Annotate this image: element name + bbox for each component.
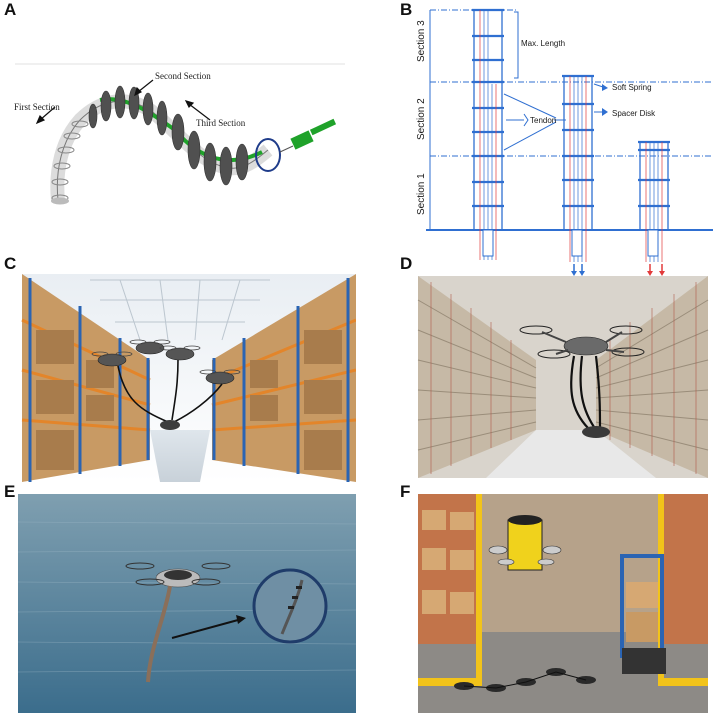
panel-f: F (356, 482, 713, 713)
label-first-section: First Section (14, 102, 60, 112)
panel-d: D (356, 250, 713, 482)
panel-d-letter: D (400, 254, 413, 273)
label-spacer-disk: Spacer Disk (612, 109, 656, 118)
tendon-section-diagram: Section 3 Section 2 Section 1 Max. Lengt… (416, 8, 713, 276)
continuum-robot-illustration: First Section Second Section Third Secti… (14, 63, 345, 205)
warehouse-single-drone-scene (417, 276, 709, 478)
cylinder-drone (488, 515, 562, 571)
column-short (638, 140, 670, 262)
label-max-length: Max. Length (521, 39, 565, 48)
panel-b: B (356, 0, 713, 280)
panel-e-letter: E (4, 482, 16, 501)
label-third-section: Third Section (196, 118, 246, 128)
water-drone-scene (17, 494, 356, 713)
drone-swarm (97, 341, 235, 385)
panel-a: A (0, 0, 356, 245)
label-tendon: Tendon (530, 116, 556, 125)
warehouse-aisle-drone-scene (21, 274, 356, 482)
column-compressed (562, 74, 594, 262)
column-full (472, 8, 504, 260)
label-section-3: Section 3 (416, 20, 427, 62)
label-second-section: Second Section (155, 71, 211, 81)
label-soft-spring: Soft Spring (612, 83, 652, 92)
panel-a-letter: A (4, 0, 17, 19)
panel-c-letter: C (4, 254, 17, 273)
label-section-1: Section 1 (416, 173, 427, 215)
panel-b-letter: B (400, 0, 413, 19)
panel-c: C (0, 250, 356, 482)
large-drone (519, 325, 645, 359)
label-section-2: Section 2 (416, 98, 427, 140)
autonomous-cart (620, 554, 666, 674)
warehouse-robots-scene (418, 494, 708, 713)
aquatic-drone (125, 562, 231, 588)
panel-f-letter: F (400, 482, 411, 501)
panel-e: E (0, 482, 356, 713)
